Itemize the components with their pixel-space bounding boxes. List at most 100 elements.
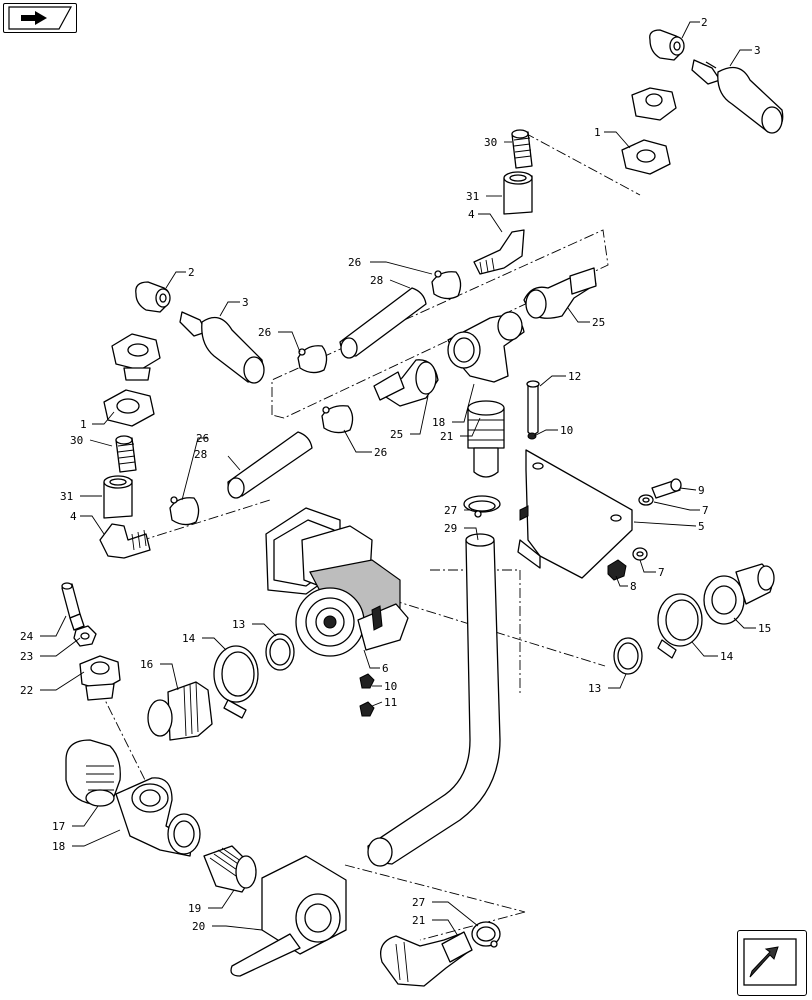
callout-4-left: 4 (70, 510, 77, 523)
callout-10-lower: 10 (384, 680, 397, 693)
callout-18-upper: 18 (432, 416, 445, 429)
callout-13-right: 13 (588, 682, 601, 695)
part-barb-adapter-25a (523, 267, 597, 319)
part-elbow-top (473, 229, 525, 275)
callout-27-upper: 27 (444, 504, 457, 517)
part-grease-fitting-24 (61, 582, 85, 631)
part-coupling-top (503, 171, 533, 215)
callout-14-right: 14 (720, 650, 734, 663)
callout-28-upper: 28 (370, 274, 383, 287)
part-clamp-26d (169, 496, 200, 526)
part-clamp-14-right (657, 593, 703, 659)
return-arrow-icon (743, 938, 797, 986)
callout-2-left: 2 (188, 266, 195, 279)
part-washer-7b (632, 547, 648, 561)
part-threaded-adapter-21 (467, 400, 505, 478)
callout-7-lower: 7 (658, 566, 665, 579)
callout-4-top: 4 (468, 208, 475, 221)
callout-25-center: 25 (390, 428, 403, 441)
assembly-connector-lines (99, 132, 641, 941)
part-flange-15 (703, 563, 775, 625)
forward-nav-button[interactable] (3, 3, 77, 33)
part-threaded-nipple-19 (203, 845, 257, 893)
callout-18-lower: 18 (52, 840, 65, 853)
callout-29: 29 (444, 522, 457, 535)
part-bolt-9 (651, 478, 682, 499)
callout-20: 20 (192, 920, 205, 933)
part-clamp-27 (463, 495, 501, 518)
part-nut-10b (359, 673, 375, 689)
callout-21-upper: 21 (440, 430, 453, 443)
callout-9: 9 (698, 484, 705, 497)
part-clamp-26c (321, 405, 354, 434)
callout-31-top: 31 (466, 190, 479, 203)
part-elbow-17 (65, 739, 121, 807)
callout-26-center: 26 (374, 446, 387, 459)
callout-11: 11 (384, 696, 397, 709)
callout-12: 12 (568, 370, 581, 383)
return-nav-button[interactable] (737, 930, 807, 996)
callout-1-top-right: 1 (594, 126, 601, 139)
part-threaded-nipple-top (511, 129, 533, 169)
part-coupling-left (103, 475, 133, 519)
callout-16: 16 (140, 658, 153, 671)
part-nozzle-left (179, 311, 265, 384)
part-clamp-26a (431, 270, 462, 300)
callout-7-upper: 7 (702, 504, 709, 517)
callout-27-lower: 27 (412, 896, 425, 909)
callout-5: 5 (698, 520, 705, 533)
part-nut-8 (607, 559, 627, 581)
part-washer-10a (527, 432, 537, 440)
callout-31-left: 31 (60, 490, 73, 503)
callout-24: 24 (20, 630, 34, 643)
part-nut-top-right-lower (621, 139, 671, 175)
part-barb-adapter-25b (373, 359, 439, 407)
callout-28-lower: 28 (194, 448, 207, 461)
part-clamp-14-left (213, 645, 259, 719)
part-elbow-lower-left (99, 523, 151, 559)
callout-26-left: 26 (258, 326, 271, 339)
callout-3-top-right: 3 (754, 44, 761, 57)
part-valve-20 (230, 855, 347, 977)
callout-23: 23 (20, 650, 33, 663)
callout-1-left: 1 (80, 418, 87, 431)
callout-30-top: 30 (484, 136, 497, 149)
callout-3-left: 3 (242, 296, 249, 309)
callout-leader-lines (40, 21, 756, 937)
part-pump-motor (265, 507, 409, 657)
part-bushing-22 (79, 655, 121, 701)
callout-2-top-right: 2 (701, 16, 708, 29)
callout-14-left: 14 (182, 632, 196, 645)
part-elbow-top-right (649, 29, 685, 61)
callout-30-left: 30 (70, 434, 83, 447)
callout-labels: 2 3 1 30 31 4 2 3 1 30 31 4 26 28 26 26 … (20, 16, 771, 933)
callout-10-upper: 10 (560, 424, 573, 437)
callout-6: 6 (382, 662, 389, 675)
part-oring-13-right (613, 637, 643, 675)
callout-17: 17 (52, 820, 65, 833)
callout-21-lower: 21 (412, 914, 425, 927)
part-bolt-12 (526, 380, 540, 437)
part-tee-fitting-upper (447, 311, 525, 383)
part-oring-13-left (265, 633, 295, 671)
part-nut-left-upper (111, 333, 161, 381)
callout-19: 19 (188, 902, 201, 915)
part-washer-7a (638, 494, 654, 506)
part-hose-upper (339, 287, 427, 359)
part-nut-11 (359, 701, 375, 717)
callout-26-lower-left: 26 (196, 432, 209, 445)
part-adapter-16 (147, 681, 213, 741)
part-clamp-26b (297, 345, 328, 374)
callout-8: 8 (630, 580, 637, 593)
callout-22: 22 (20, 684, 33, 697)
part-nut-left-lower (103, 389, 155, 427)
callout-13-left: 13 (232, 618, 245, 631)
part-nut-23 (73, 625, 97, 647)
forward-arrow-icon (8, 6, 73, 30)
part-elbow-21-lower (379, 931, 473, 987)
part-hose-lower (227, 431, 313, 499)
callout-15: 15 (758, 622, 771, 635)
part-hose-29 (367, 533, 501, 867)
part-tee-18-lower (115, 777, 201, 857)
